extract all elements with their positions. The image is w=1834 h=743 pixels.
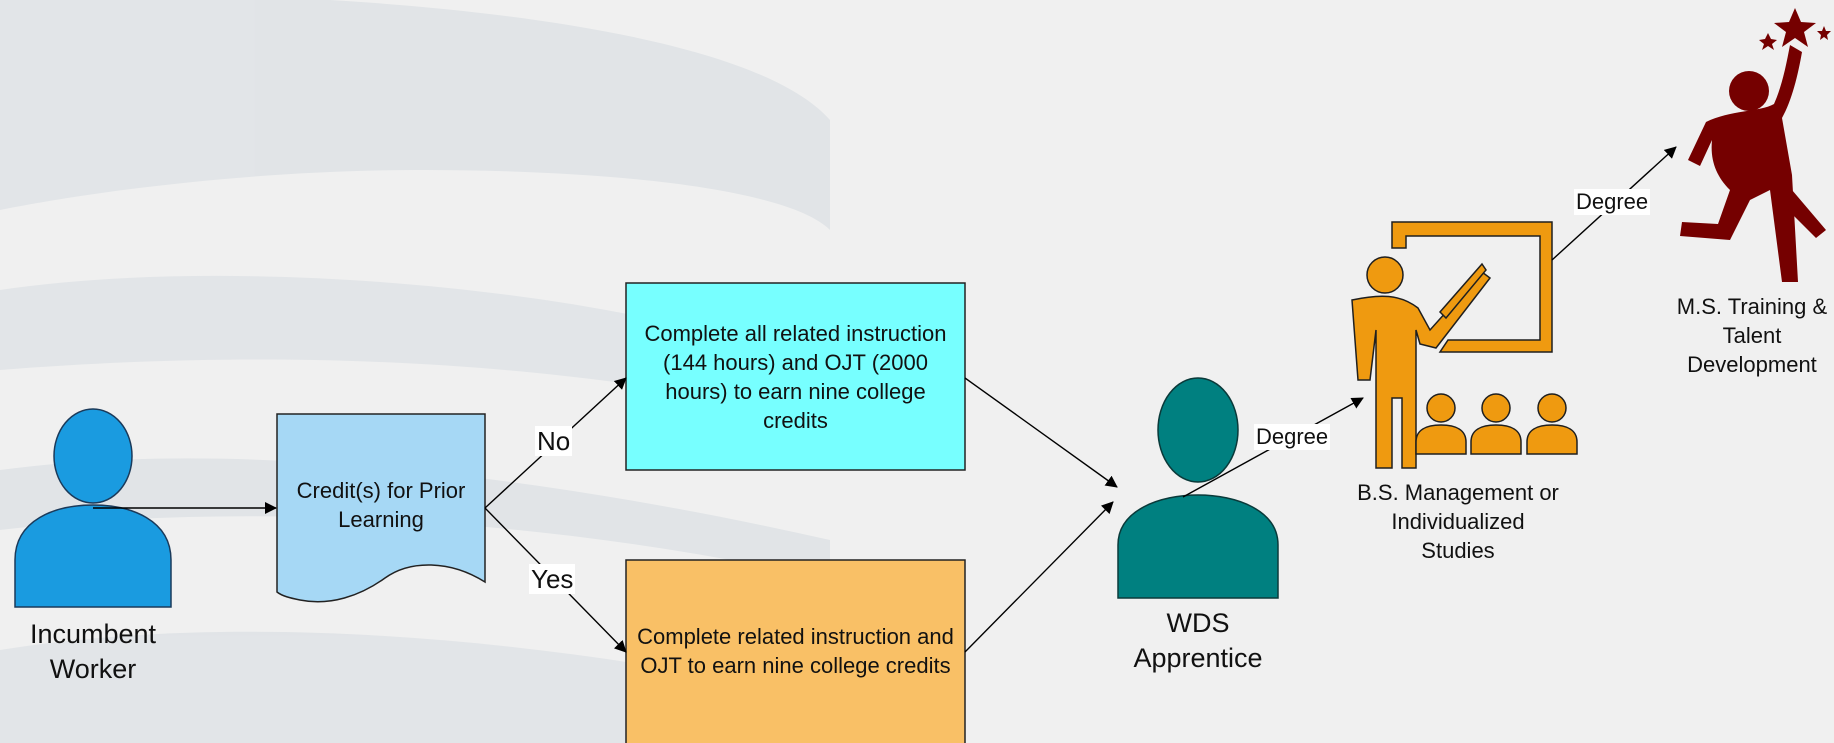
person-icon <box>14 408 172 608</box>
bs-degree-label: B.S. Management or Individualized Studie… <box>1357 480 1559 563</box>
ms-degree-label: M.S. Training & Talent Development <box>1676 294 1828 377</box>
yes-path-label: Complete related instruction and OJT to … <box>637 624 954 678</box>
edge-label-degree-bs: Degree <box>1254 424 1331 450</box>
incumbent-worker-label: Incumbent Worker <box>29 619 157 684</box>
edge-label-no: No <box>535 426 573 456</box>
person-icon <box>1117 377 1279 599</box>
edge-label-degree-ms: Degree <box>1574 189 1651 215</box>
achiever-icon <box>1680 8 1831 282</box>
edge-no-to-apprentice <box>964 377 1118 488</box>
wds-apprentice-label: WDS Apprentice <box>1133 608 1263 673</box>
edge-yes-to-apprentice <box>964 501 1114 653</box>
no-path-label: Complete all related instruction (144 ho… <box>644 320 947 433</box>
no-path-box <box>625 282 966 471</box>
document-shape <box>276 413 486 603</box>
edge-label-yes: Yes <box>529 564 576 594</box>
prior-learning-label: Credit(s) for Prior Learning <box>296 478 466 532</box>
yes-path-box <box>625 559 966 743</box>
teacher-icon <box>1351 221 1578 469</box>
